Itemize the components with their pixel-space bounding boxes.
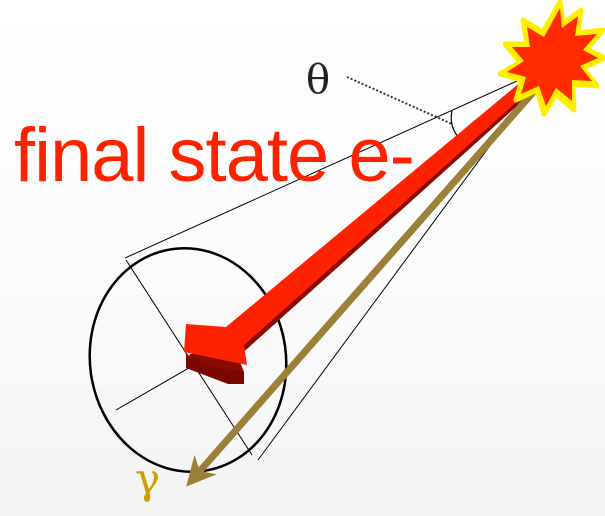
explosion-icon (497, 0, 605, 117)
electron-arrow (184, 66, 548, 365)
gamma-label: γ (135, 454, 161, 503)
angle-arc (450, 110, 459, 138)
theta-label: θ (306, 57, 331, 103)
photon-arrow (186, 68, 555, 487)
theta-leader-line (346, 76, 453, 125)
cone-edge-upper (124, 66, 549, 259)
final-state-electron-label: final state e- (14, 113, 415, 198)
electron-arrow-head-side (186, 354, 244, 384)
